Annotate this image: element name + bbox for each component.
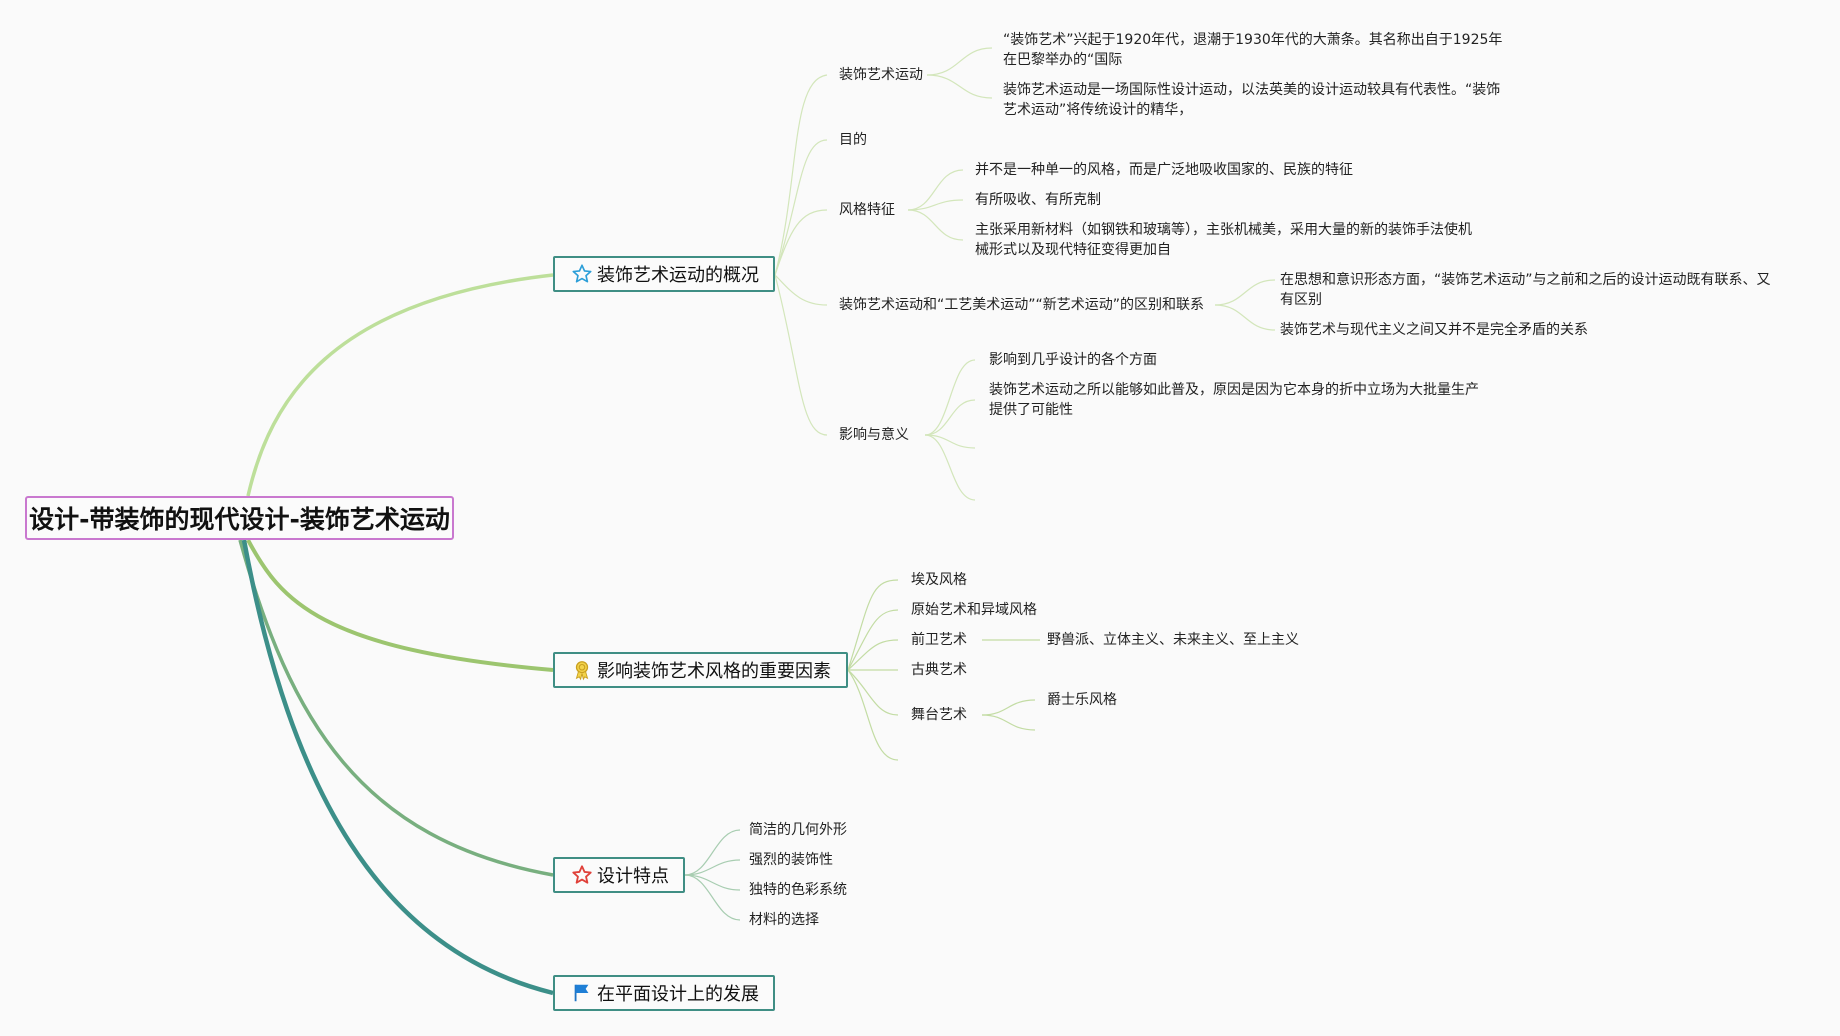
subtopic-color-system[interactable]: 独特的色彩系统: [749, 882, 847, 898]
topic-overview[interactable]: 装饰艺术运动的概况: [553, 256, 775, 292]
topic-label: 在平面设计上的发展: [597, 984, 759, 1005]
subtopic-decoration[interactable]: 强烈的装饰性: [749, 852, 833, 868]
star-red-icon: [571, 864, 593, 886]
leaf-text[interactable]: 在思想和意识形态方面，“装饰艺术运动”与之前和之后的设计运动既有联系、又有区别: [1280, 272, 1771, 308]
leaf-text[interactable]: “装饰艺术”兴起于1920年代，退潮于1930年代的大萧条。其名称出自于1925…: [1003, 32, 1503, 68]
subtopic-influence[interactable]: 影响与意义: [839, 427, 909, 443]
subtopic-materials[interactable]: 材料的选择: [749, 912, 819, 928]
leaf-text[interactable]: 装饰艺术与现代主义之间又并不是完全矛盾的关系: [1280, 322, 1588, 338]
subtopic-style-features[interactable]: 风格特征: [839, 202, 895, 218]
subtopic-avant-garde[interactable]: 前卫艺术: [911, 632, 967, 648]
leaf-text[interactable]: 影响到几乎设计的各个方面: [989, 352, 1157, 368]
topic-graphic-design[interactable]: 在平面设计上的发展: [553, 975, 775, 1011]
subtopic-primitive[interactable]: 原始艺术和异域风格: [911, 602, 1037, 618]
leaf-text[interactable]: 并不是一种单一的风格，而是广泛地吸收国家的、民族的特征: [975, 162, 1353, 178]
star-outline-icon: [571, 263, 593, 285]
leaf-text[interactable]: 有所吸收、有所克制: [975, 192, 1101, 208]
flag-icon: [571, 982, 593, 1004]
subtopic-purpose[interactable]: 目的: [839, 132, 867, 148]
subtopic-stage[interactable]: 舞台艺术: [911, 707, 967, 723]
topic-features[interactable]: 设计特点: [553, 857, 685, 893]
leaf-text[interactable]: 主张采用新材料（如钢铁和玻璃等），主张机械美，采用大量的新的装饰手法使机械形式以…: [975, 222, 1472, 258]
leaf-text[interactable]: 装饰艺术运动之所以能够如此普及，原因是因为它本身的折中立场为大批量生产提供了可能…: [989, 382, 1479, 418]
subtopic-geometry[interactable]: 简洁的几何外形: [749, 822, 847, 838]
leaf-text[interactable]: 野兽派、立体主义、未来主义、至上主义: [1047, 632, 1299, 648]
award-badge-icon: [571, 659, 593, 681]
topic-label: 装饰艺术运动的概况: [597, 265, 759, 286]
leaf-text[interactable]: 装饰艺术运动是一场国际性设计运动，以法英美的设计运动较具有代表性。“装饰艺术运动…: [1003, 82, 1501, 118]
topic-label: 设计特点: [597, 866, 669, 887]
topic-label: 影响装饰艺术风格的重要因素: [597, 661, 831, 682]
subtopic-egypt[interactable]: 埃及风格: [911, 572, 967, 588]
topic-factors[interactable]: 影响装饰艺术风格的重要因素: [553, 652, 848, 688]
subtopic-deco-movement[interactable]: 装饰艺术运动: [839, 67, 923, 83]
root-topic[interactable]: 设计-带装饰的现代设计-装饰艺术运动: [25, 496, 454, 540]
subtopic-differences[interactable]: 装饰艺术运动和“工艺美术运动”“新艺术运动”的区别和联系: [839, 297, 1205, 313]
leaf-text[interactable]: 爵士乐风格: [1047, 692, 1117, 708]
subtopic-classical[interactable]: 古典艺术: [911, 662, 967, 678]
